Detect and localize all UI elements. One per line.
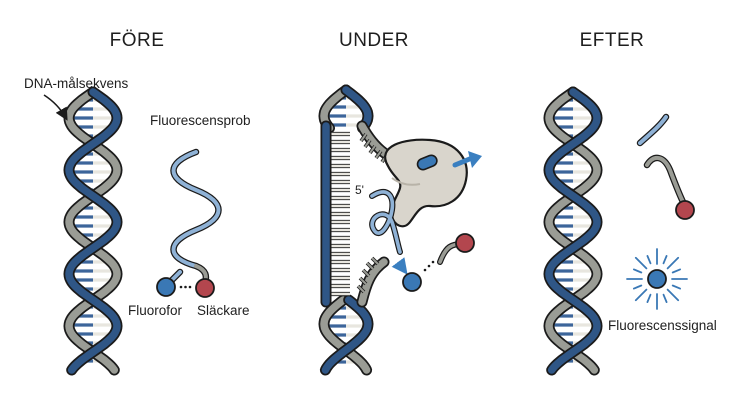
dna-helix-icon-after: [543, 86, 603, 376]
dna-template-icon: [318, 84, 398, 376]
five-prime-label: 5': [355, 183, 364, 197]
probe-fragment-quencher: [643, 154, 695, 220]
polymerase-icon: [384, 138, 468, 228]
glow-icon: [626, 248, 688, 310]
panel-title-after: EFTER: [579, 30, 645, 51]
separation-dots: [423, 260, 435, 272]
target-pointer-arrow: [43, 94, 68, 121]
free-fluorophore-icon: [647, 269, 667, 289]
probe-fragment-blue: [636, 113, 670, 147]
panel-title-before: FÖRE: [109, 30, 165, 51]
displaced-probe-icon: [369, 189, 403, 255]
dna-target-label: DNA-målsekvens: [24, 76, 129, 91]
signal-label: Fluorescenssignal: [608, 318, 717, 333]
released-fluorophore-icon: [402, 272, 422, 292]
probe-icon: [164, 148, 222, 289]
fluorophore-icon: [156, 277, 176, 297]
fluorophore-label: Fluorofor: [128, 303, 183, 318]
probe-label: Fluorescensprob: [150, 113, 251, 128]
released-quencher-fragment: [437, 233, 475, 265]
movement-arrow-shaft: [452, 155, 475, 168]
panel-title-during: UNDER: [338, 30, 410, 51]
movement-arrow-icon: [468, 151, 482, 168]
dna-helix-icon-before: [63, 86, 123, 376]
quencher-icon: [195, 278, 215, 298]
release-arrow-icon: [391, 257, 408, 275]
quench-dots: [179, 285, 192, 289]
quencher-label: Släckare: [197, 303, 250, 318]
